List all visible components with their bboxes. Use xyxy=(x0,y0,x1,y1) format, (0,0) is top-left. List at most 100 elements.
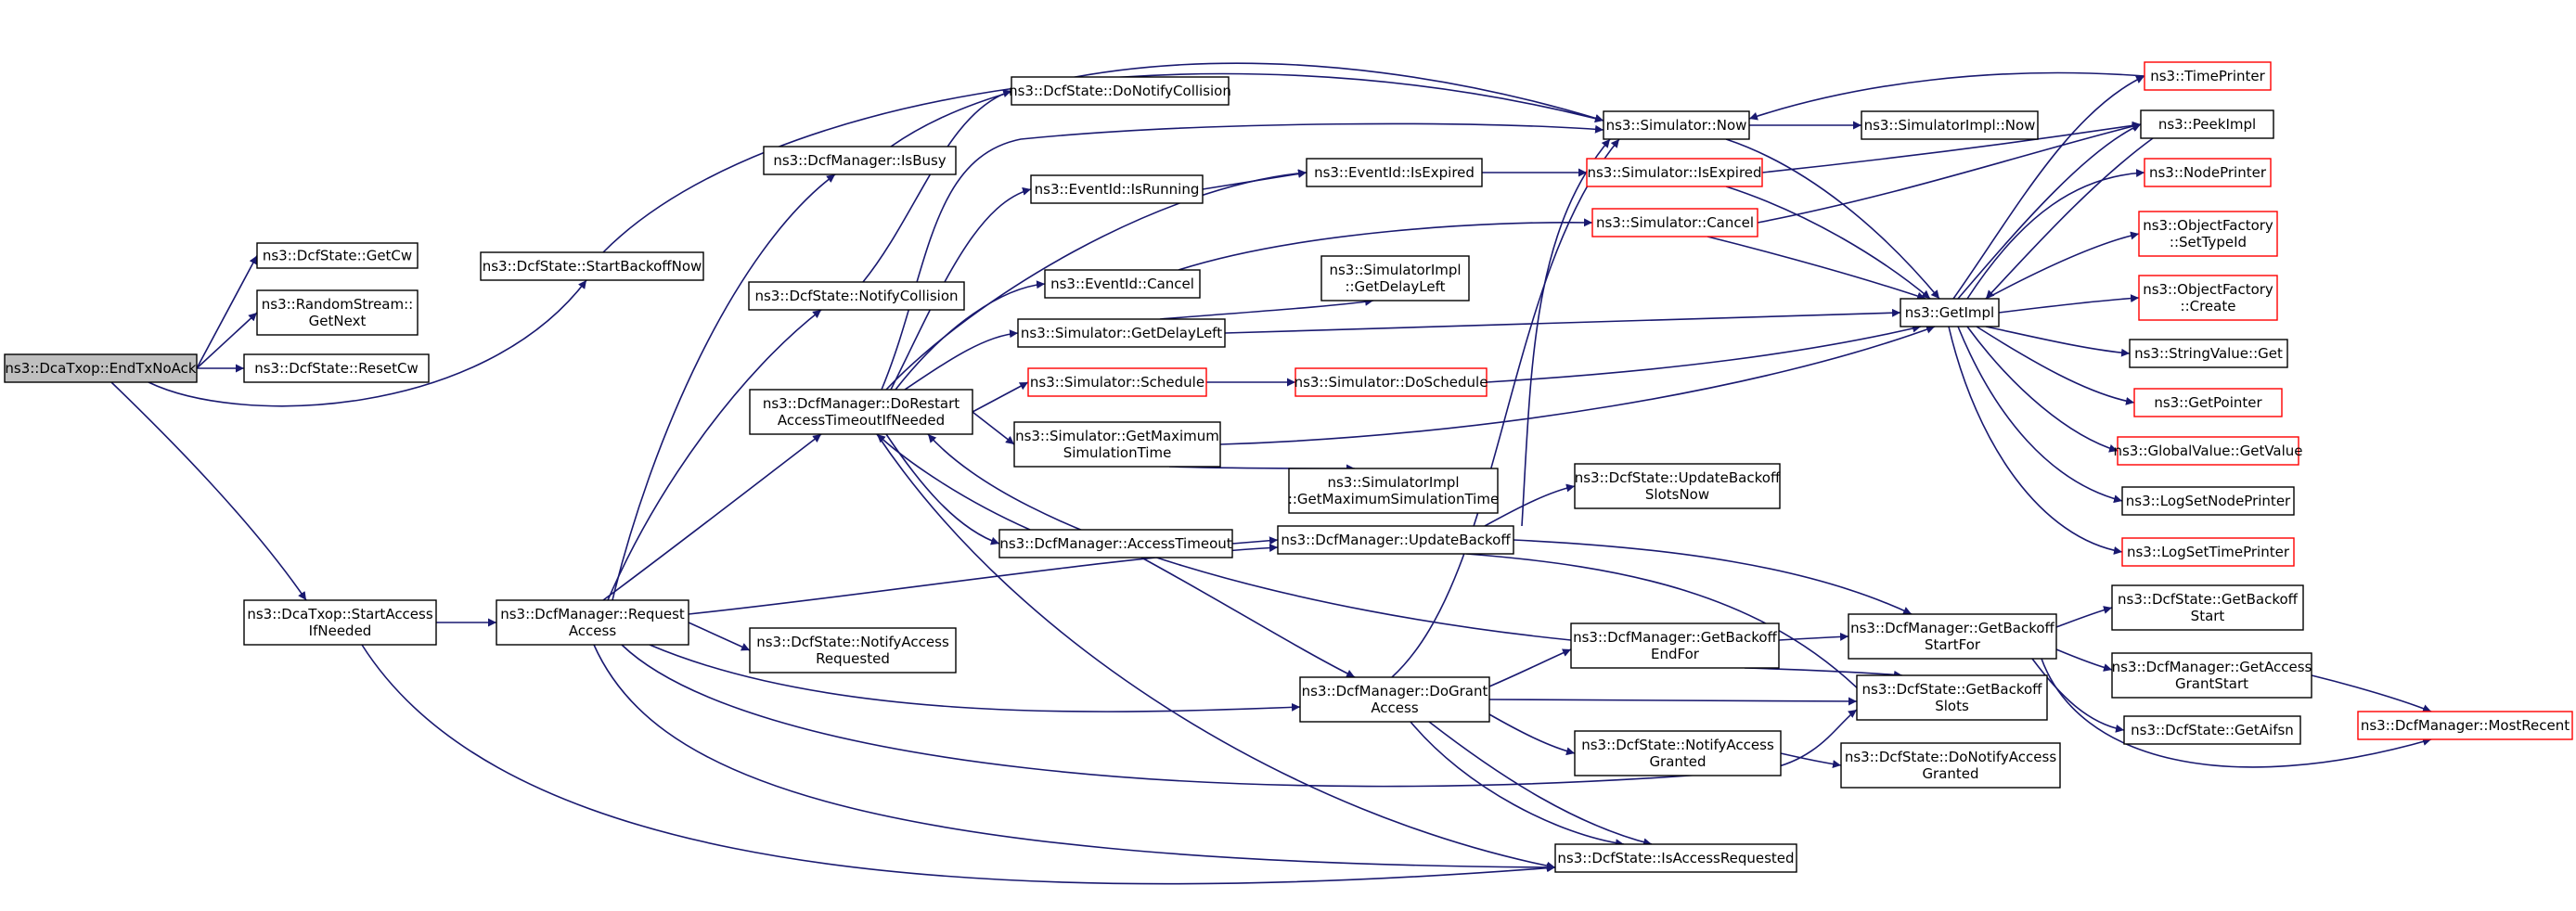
node-box[interactable] xyxy=(2138,211,2278,257)
node-box[interactable] xyxy=(1288,468,1499,514)
node-box[interactable] xyxy=(4,353,198,383)
node-box[interactable] xyxy=(480,251,704,281)
node-nodeprinter[interactable]: ns3::NodePrinter xyxy=(2144,158,2272,187)
node-box[interactable] xyxy=(1574,463,1781,509)
node-box[interactable] xyxy=(2140,109,2274,139)
node-getmaxsim[interactable]: ns3::Simulator::GetMaximumSimulationTime xyxy=(1013,421,1221,468)
node-box[interactable] xyxy=(243,353,430,383)
node-schedule[interactable]: ns3::Simulator::Schedule xyxy=(1027,367,1207,397)
node-endtx[interactable]: ns3::DcaTxop::EndTxNoAck xyxy=(4,353,198,383)
node-box[interactable] xyxy=(998,529,1233,558)
node-box[interactable] xyxy=(1013,421,1221,468)
node-isrunning[interactable]: ns3::EventId::IsRunning xyxy=(1030,174,1204,204)
node-rsgetnext[interactable]: ns3::RandomStream::GetNext xyxy=(256,289,419,336)
node-donotifycoll[interactable]: ns3::DcfState::DoNotifyCollision xyxy=(1009,76,1231,106)
node-now[interactable]: ns3::Simulator::Now xyxy=(1603,110,1750,140)
node-box[interactable] xyxy=(2111,584,2304,631)
node-box[interactable] xyxy=(1044,269,1201,299)
node-box[interactable] xyxy=(763,146,957,175)
node-getimpl[interactable]: ns3::GetImpl xyxy=(1900,298,2000,327)
node-isbusy[interactable]: ns3::DcfManager::IsBusy xyxy=(763,146,957,175)
node-box[interactable] xyxy=(496,599,689,646)
node-box[interactable] xyxy=(1027,367,1207,397)
node-box[interactable] xyxy=(2138,275,2278,321)
node-doschedule[interactable]: ns3::Simulator::DoSchedule xyxy=(1294,367,1488,397)
node-box[interactable] xyxy=(1586,158,1763,187)
node-notifycoll[interactable]: ns3::DcfState::NotifyCollision xyxy=(748,281,965,311)
node-box[interactable] xyxy=(1294,367,1488,397)
node-box[interactable] xyxy=(748,281,965,311)
node-box[interactable] xyxy=(2111,652,2312,699)
node-box[interactable] xyxy=(1030,174,1204,204)
node-box[interactable] xyxy=(749,627,957,674)
node-box[interactable] xyxy=(1856,674,2048,721)
node-implnow[interactable]: ns3::SimulatorImpl::Now xyxy=(1861,110,2039,140)
node-box[interactable] xyxy=(1848,613,2057,660)
node-box[interactable] xyxy=(1861,110,2039,140)
node-accesstimeout[interactable]: ns3::DcfManager::AccessTimeout xyxy=(998,529,1233,558)
node-box[interactable] xyxy=(1574,730,1782,776)
node-settypeid[interactable]: ns3::ObjectFactory::SetTypeId xyxy=(2138,211,2278,257)
node-implgetdelayleft[interactable]: ns3::SimulatorImpl::GetDelayLeft xyxy=(1320,255,1470,302)
node-box[interactable] xyxy=(2117,436,2299,466)
node-ofcreate[interactable]: ns3::ObjectFactory::Create xyxy=(2138,275,2278,321)
node-box[interactable] xyxy=(2121,486,2295,516)
node-box[interactable] xyxy=(1591,208,1758,237)
node-box[interactable] xyxy=(256,242,419,269)
node-box[interactable] xyxy=(1011,76,1230,106)
node-box[interactable] xyxy=(1900,298,2000,327)
node-logsettime[interactable]: ns3::LogSetTimePrinter xyxy=(2121,537,2295,567)
node-box[interactable] xyxy=(749,389,973,435)
node-box[interactable] xyxy=(2121,537,2295,567)
node-box[interactable] xyxy=(2357,711,2573,740)
node-box[interactable] xyxy=(1570,622,1780,669)
node-box[interactable] xyxy=(1277,525,1514,555)
node-resetcw[interactable]: ns3::DcfState::ResetCw xyxy=(243,353,430,383)
node-getdelayleft[interactable]: ns3::Simulator::GetDelayLeft xyxy=(1017,318,1226,348)
node-box[interactable] xyxy=(1306,158,1483,187)
node-box[interactable] xyxy=(1299,676,1490,723)
node-box[interactable] xyxy=(243,599,437,646)
node-box[interactable] xyxy=(1603,110,1750,140)
node-logsetnode[interactable]: ns3::LogSetNodePrinter xyxy=(2121,486,2295,516)
node-gvgetvalue[interactable]: ns3::GlobalValue::GetValue xyxy=(2113,436,2303,466)
node-box[interactable] xyxy=(2123,715,2301,745)
node-peekimpl[interactable]: ns3::PeekImpl xyxy=(2140,109,2274,139)
node-box[interactable] xyxy=(2144,158,2272,187)
node-getcw[interactable]: ns3::DcfState::GetCw xyxy=(256,242,419,269)
node-box[interactable] xyxy=(1840,742,2061,789)
node-getpointer[interactable]: ns3::GetPointer xyxy=(2133,388,2283,417)
node-box[interactable] xyxy=(256,289,419,336)
node-evcancel[interactable]: ns3::EventId::Cancel xyxy=(1044,269,1201,299)
node-mostrecent[interactable]: ns3::DcfManager::MostRecent xyxy=(2357,711,2573,740)
node-box[interactable] xyxy=(1017,318,1226,348)
node-box[interactable] xyxy=(2129,339,2288,368)
node-box[interactable] xyxy=(2133,388,2283,417)
node-box[interactable] xyxy=(2144,61,2272,91)
node-box[interactable] xyxy=(1320,255,1470,302)
node-startbackoff[interactable]: ns3::DcfState::StartBackoffNow xyxy=(480,251,704,281)
node-strvalueget[interactable]: ns3::StringValue::Get xyxy=(2129,339,2288,368)
node-updatebackoff[interactable]: ns3::DcfManager::UpdateBackoff xyxy=(1277,525,1514,555)
node-dorestart[interactable]: ns3::DcfManager::DoRestartAccessTimeoutI… xyxy=(749,389,973,435)
node-simisexpired[interactable]: ns3::Simulator::IsExpired xyxy=(1586,158,1763,187)
node-isexpired[interactable]: ns3::EventId::IsExpired xyxy=(1306,158,1483,187)
node-implgetmax[interactable]: ns3::SimulatorImpl::GetMaximumSimulation… xyxy=(1288,468,1499,514)
node-getaifsn[interactable]: ns3::DcfState::GetAifsn xyxy=(2123,715,2301,745)
node-isaccreq[interactable]: ns3::DcfState::IsAccessRequested xyxy=(1554,843,1797,873)
node-box[interactable] xyxy=(1554,843,1797,873)
node-simcancel[interactable]: ns3::Simulator::Cancel xyxy=(1591,208,1758,237)
node-timeprinter[interactable]: ns3::TimePrinter xyxy=(2144,61,2272,91)
